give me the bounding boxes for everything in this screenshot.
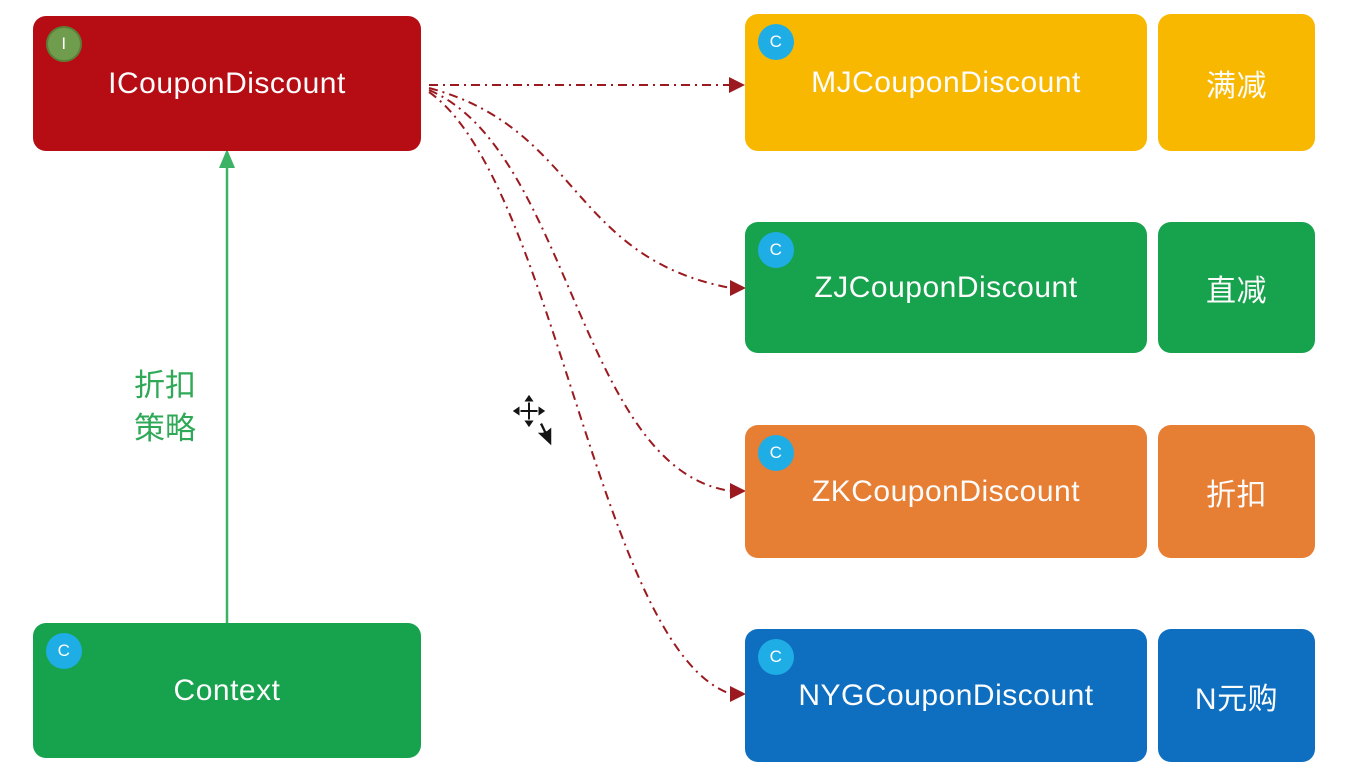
class-badge: C — [758, 435, 794, 471]
node-label: Context — [173, 673, 281, 707]
relation-label-line2: 策略 — [134, 411, 196, 446]
interface-node-icoupondiscount[interactable]: I ICouponDiscount — [33, 16, 421, 151]
node-label: MJCouponDiscount — [811, 65, 1081, 99]
class-badge: C — [758, 24, 794, 60]
dashed-connector[interactable] — [428, 91, 732, 695]
node-label: ZKCouponDiscount — [811, 474, 1081, 508]
dashed-connector[interactable] — [428, 87, 732, 289]
interface-badge: I — [46, 26, 82, 62]
tag-label: N元购 — [1194, 682, 1279, 716]
tag-label: 满减 — [1206, 69, 1267, 103]
tag-node-zhijian[interactable]: 直减 — [1158, 222, 1315, 353]
tag-label: 直减 — [1206, 274, 1267, 308]
tag-node-nyuangou[interactable]: N元购 — [1158, 629, 1315, 762]
relation-label: 折扣 策略 — [105, 364, 225, 450]
class-node-mjcoupondiscount[interactable]: C MJCouponDiscount — [745, 14, 1147, 151]
tag-label: 折扣 — [1206, 478, 1267, 512]
connector-arrowhead — [730, 280, 746, 296]
node-label: ICouponDiscount — [108, 66, 346, 100]
connector-context-to-interface[interactable] — [219, 149, 235, 625]
connector-interface-to-zj[interactable] — [428, 87, 746, 296]
relation-label-line1: 折扣 — [134, 368, 196, 403]
class-node-context[interactable]: C Context — [33, 623, 421, 758]
class-badge: C — [758, 232, 794, 268]
node-label: ZJCouponDiscount — [814, 270, 1078, 304]
inheritance-arrowhead — [219, 149, 235, 168]
connector-interface-to-mj[interactable] — [429, 77, 745, 93]
class-badge: C — [46, 633, 82, 669]
connector-interface-to-nyg[interactable] — [428, 91, 746, 702]
connector-arrowhead — [730, 686, 746, 702]
class-node-nygcoupondiscount[interactable]: C NYGCouponDiscount — [745, 629, 1147, 762]
class-node-zkcoupondiscount[interactable]: C ZKCouponDiscount — [745, 425, 1147, 558]
node-label: NYGCouponDiscount — [798, 678, 1094, 712]
class-badge: C — [758, 639, 794, 675]
connector-arrowhead — [729, 77, 745, 93]
tag-node-manjian[interactable]: 满减 — [1158, 14, 1315, 151]
tag-node-zhekou[interactable]: 折扣 — [1158, 425, 1315, 558]
connector-arrowhead — [730, 483, 746, 499]
dashed-connector[interactable] — [428, 89, 732, 492]
connector-interface-to-zk[interactable] — [428, 89, 746, 499]
move-cursor-icon — [511, 393, 553, 448]
class-node-zjcoupondiscount[interactable]: C ZJCouponDiscount — [745, 222, 1147, 353]
